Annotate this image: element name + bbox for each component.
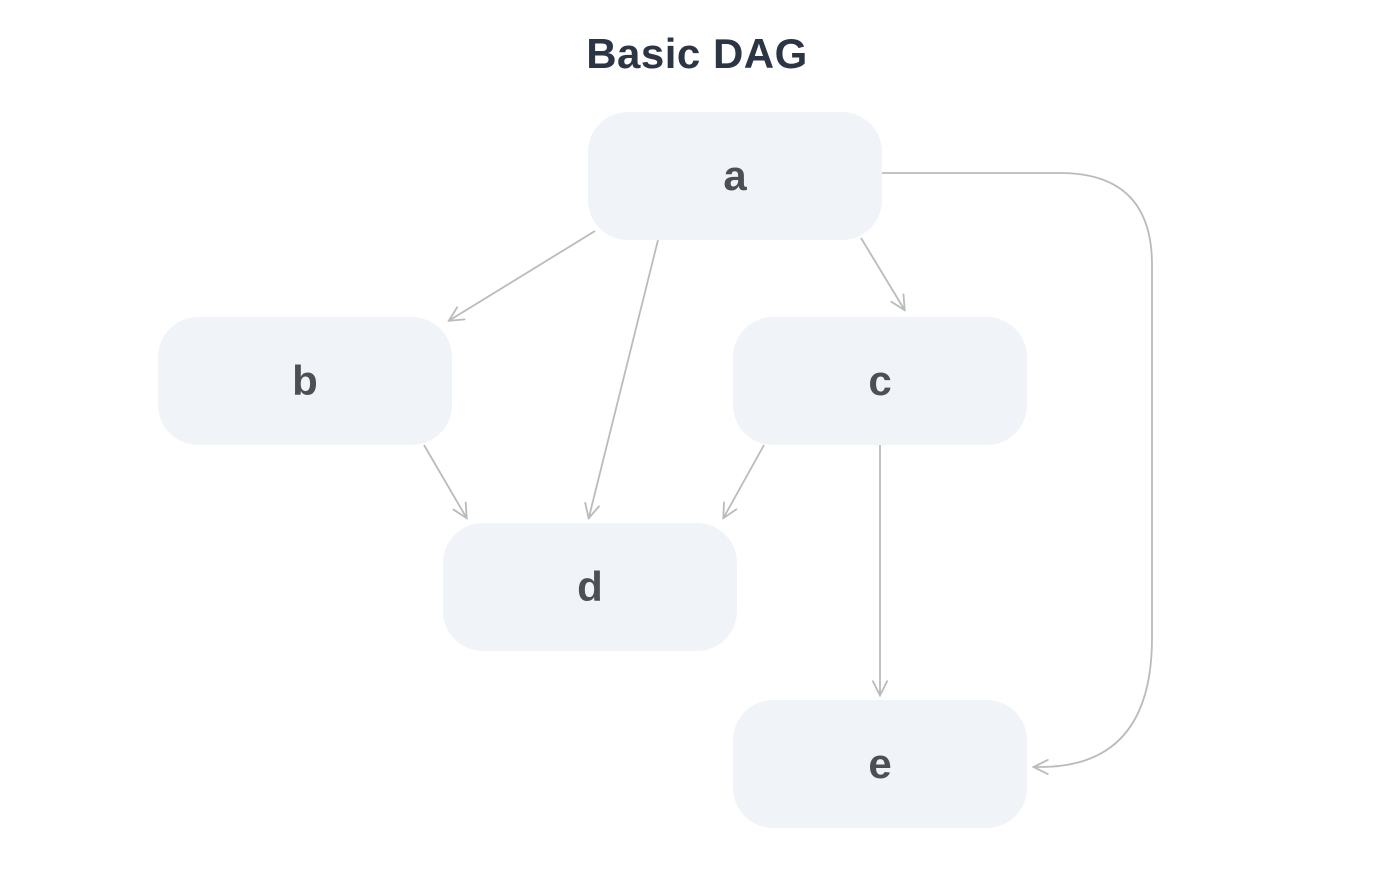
node-label-c: c	[868, 357, 892, 404]
edge-a-e	[882, 172, 1153, 767]
edge-a-c	[860, 237, 904, 309]
node-b[interactable]: b	[158, 317, 452, 445]
node-a[interactable]: a	[588, 112, 882, 240]
edge-c-d	[724, 444, 765, 517]
node-d[interactable]: d	[443, 523, 737, 651]
node-label-d: d	[577, 563, 603, 610]
node-c[interactable]: c	[733, 317, 1027, 445]
edge-a-b	[450, 230, 596, 320]
node-label-b: b	[292, 357, 318, 404]
node-label-e: e	[868, 740, 892, 787]
edge-a-d	[589, 239, 659, 517]
node-e[interactable]: e	[733, 700, 1027, 828]
diagram-title: Basic DAG	[586, 30, 808, 77]
node-label-a: a	[723, 152, 747, 199]
edge-b-d	[423, 444, 466, 517]
